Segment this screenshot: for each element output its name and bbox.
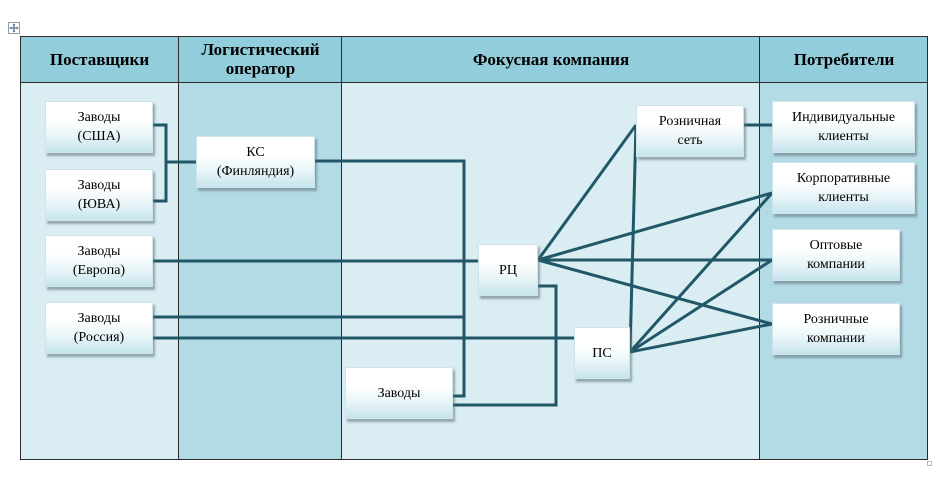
consumers-header: Потребители — [760, 36, 928, 83]
node-corporate-clients: Корпоративные клиенты — [772, 162, 915, 214]
node-retail-companies: Розничные компании — [772, 303, 900, 355]
node-ks: КС (Финляндия) — [196, 136, 315, 188]
connector — [629, 258, 773, 354]
connector — [537, 258, 773, 326]
node-rc: РЦ — [478, 244, 538, 296]
focus-company-header: Фокусная компания — [342, 36, 760, 83]
connector — [628, 192, 774, 353]
node-plants-europe: Заводы (Европа) — [45, 235, 153, 287]
connector — [537, 191, 773, 262]
connector-group — [153, 123, 774, 407]
node-retail-chain: Розничная сеть — [636, 105, 744, 157]
node-plants: Заводы — [345, 367, 453, 419]
connector — [629, 322, 773, 354]
connector — [536, 124, 638, 261]
node-plants-sea: Заводы (ЮВА) — [45, 169, 153, 221]
node-plants-usa: Заводы (США) — [45, 101, 153, 153]
column-divider — [759, 36, 760, 460]
connector — [628, 124, 638, 353]
node-plants-russia: Заводы (Россия) — [45, 302, 153, 354]
column-divider — [178, 36, 179, 460]
suppliers-header: Поставщики — [20, 36, 179, 83]
focus-company-column: Фокусная компания — [342, 36, 760, 460]
logistics-header: Логистический оператор — [179, 36, 342, 83]
connector — [153, 123, 168, 203]
logistics-column: Логистический оператор — [179, 36, 342, 460]
node-ps: ПС — [574, 327, 630, 379]
resize-handle[interactable] — [927, 461, 932, 466]
connector — [315, 159, 466, 398]
move-handle-icon[interactable] — [8, 22, 20, 34]
connector — [453, 284, 558, 407]
node-individual-clients: Индивидуальные клиенты — [772, 101, 915, 153]
column-divider — [341, 36, 342, 460]
node-wholesale-companies: Оптовые компании — [772, 229, 900, 281]
